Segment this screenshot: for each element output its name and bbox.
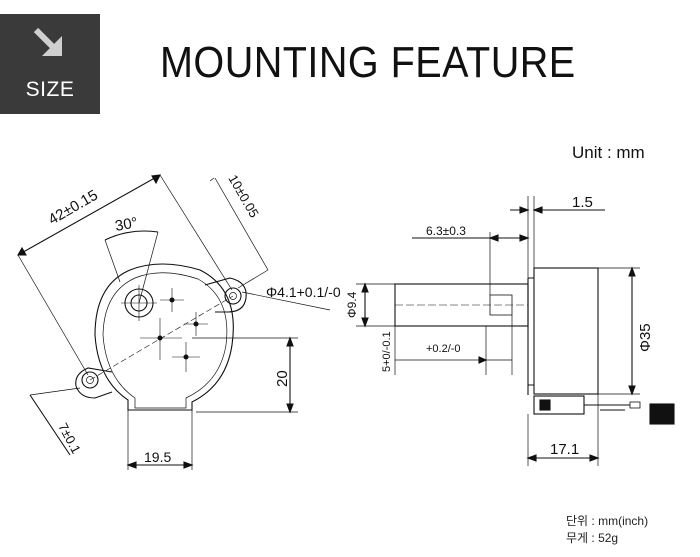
mounting-ear-left — [75, 367, 113, 399]
dim-angle: 30° — [114, 214, 139, 235]
footer-info: 단위 : mm(inch) 무게 : 52g — [566, 513, 648, 547]
side-plug — [649, 403, 675, 425]
dim-flange: 1.5 — [572, 194, 593, 211]
badge-label: SIZE — [25, 78, 75, 101]
footer-weight: 무게 : 52g — [566, 531, 619, 545]
mounting-hole-right — [224, 287, 242, 305]
dim-shaft-dia: Φ9.4 — [345, 291, 359, 318]
size-badge: SIZE — [0, 14, 100, 114]
arrow-down-right-icon — [33, 27, 62, 56]
unit-label: Unit : mm — [572, 143, 645, 162]
dim-body-dia: Φ35 — [637, 323, 654, 352]
dim-height: 20 — [274, 370, 291, 387]
dim-shaft-len: 6.3±0.3 — [426, 224, 466, 238]
motor-body-outline — [94, 263, 234, 411]
dim-pitch: 42±0.15 — [46, 187, 101, 229]
footer-unit: 단위 : mm(inch) — [566, 514, 649, 528]
dim-offset: 7±0.1 — [55, 420, 83, 456]
dim-depth: 17.1 — [550, 441, 579, 458]
dim-ear: 10±0.05 — [225, 172, 261, 220]
dim-flat: 5+0/-0.1 — [381, 331, 393, 372]
dim-tol: +0.2/-0 — [426, 343, 461, 355]
dim-base: 19.5 — [144, 449, 171, 465]
dim-hole: Φ4.1+0.1/-0 — [266, 284, 341, 300]
motor-body-inner — [102, 272, 228, 409]
side-body — [533, 267, 599, 395]
page-title: MOUNTING FEATURE — [160, 38, 576, 87]
mounting-ear-right — [204, 277, 247, 313]
mounting-hole-left — [81, 371, 99, 389]
